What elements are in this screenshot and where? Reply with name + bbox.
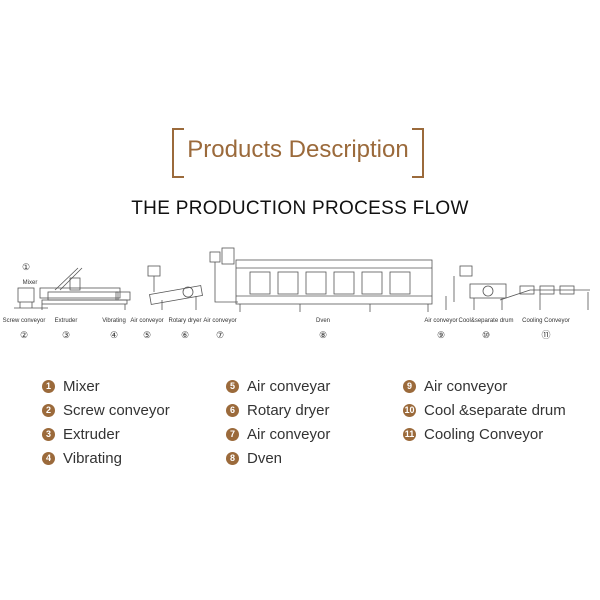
label-mixer: Mixer: [23, 280, 38, 286]
number-badge: 6: [226, 403, 239, 417]
diagram-num-9: ⑨: [437, 330, 445, 340]
diagram-num-10: ⑩: [482, 330, 490, 340]
label-air-conveyor-9: Air conveyor: [424, 318, 457, 324]
section-header: Products Description: [172, 128, 424, 178]
label-oven: Dven: [316, 318, 330, 324]
legend-label: Air conveyor: [424, 377, 508, 395]
number-badge: 10: [403, 403, 416, 417]
diagram-num-6: ⑥: [181, 330, 189, 340]
section-title: Products Description: [187, 136, 409, 163]
legend-label: Screw conveyor: [63, 401, 170, 419]
header-bracket-left: [172, 128, 184, 178]
number-badge: 11: [403, 427, 416, 441]
flow-title: THE PRODUCTION PROCESS FLOW: [131, 198, 469, 219]
legend-label: Extruder: [63, 425, 120, 443]
legend-label: Cooling Conveyor: [424, 425, 544, 443]
diagram-num-8: ⑧: [319, 330, 327, 340]
legend-item: 10 Cool &separate drum: [403, 398, 566, 422]
number-badge: 4: [42, 451, 55, 465]
legend-label: Rotary dryer: [247, 401, 330, 419]
legend-label: Dven: [247, 449, 283, 467]
legend-item: 8 Dven: [226, 446, 330, 470]
legend-item: 1 Mixer: [42, 374, 170, 398]
air-conveyor-7-drawing: [209, 247, 238, 303]
legend-item: 11 Cooling Conveyor: [403, 422, 566, 446]
number-badge: 1: [42, 379, 55, 393]
legend-column-3: 9 Air conveyor 10 Cool &separate drum 11 Co…: [403, 374, 566, 446]
cooling-conveyor-drawing: [499, 285, 590, 310]
number-badge: 5: [226, 379, 239, 393]
legend-column-1: 1 Mixer 2 Screw conveyor 3 Extruder 4 Vibrat…: [42, 374, 170, 470]
diagram-num-2: ②: [20, 330, 28, 340]
number-badge: 3: [42, 427, 55, 441]
label-cooling-conveyor: Cooling Conveyor: [522, 318, 570, 324]
label-rotary-dryer: Rotary dryer: [168, 318, 201, 324]
number-badge: 7: [226, 427, 239, 441]
legend-item: 3 Extruder: [42, 422, 170, 446]
legend-item: 9 Air conveyor: [403, 374, 566, 398]
number-badge: 9: [403, 379, 416, 393]
legend-label: Cool &separate drum: [424, 401, 566, 419]
label-cool-drum: Cool&separate drum: [458, 318, 513, 324]
legend-item: 6 Rotary dryer: [226, 398, 330, 422]
oven-drawing: [235, 259, 433, 312]
legend-label: Air conveyor: [247, 425, 331, 443]
legend-item: 4 Vibrating: [42, 446, 170, 470]
number-badge: 8: [226, 451, 239, 465]
legend-item: 2 Screw conveyor: [42, 398, 170, 422]
rotary-dryer-drawing: [147, 265, 203, 310]
legend-label: Air conveyar: [247, 377, 331, 395]
legend-label: Vibrating: [63, 449, 122, 467]
extruder-drawing: [39, 267, 131, 310]
air-conveyor-9-drawing: [445, 265, 473, 310]
diagram-num-4: ④: [110, 330, 118, 340]
label-air-conveyor-7: Air conveyor: [203, 318, 236, 324]
diagram-num-3: ③: [62, 330, 70, 340]
legend-label: Mixer: [63, 377, 100, 395]
diagram-num-5: ⑤: [143, 330, 151, 340]
label-screw-conveyor: Screw conveyor: [3, 318, 46, 324]
legend-item: 5 Air conveyar: [226, 374, 330, 398]
header-bracket-right: [412, 128, 424, 178]
diagram-num-1: ①: [22, 262, 30, 272]
legend-column-2: 5 Air conveyar 6 Rotary dryer 7 Air conveyo…: [226, 374, 330, 470]
label-air-conveyor-5: Air conveyor: [130, 318, 163, 324]
legend-item: 7 Air conveyor: [226, 422, 330, 446]
diagram-num-11: ⑪: [541, 330, 550, 340]
production-line-diagram: ① Mixer Screw conveyor Extruder Vibratin…: [3, 247, 590, 340]
label-extruder: Extruder: [55, 318, 78, 324]
label-vibrating: Vibrating: [102, 318, 126, 324]
diagram-num-7: ⑦: [216, 330, 224, 340]
cool-drum-drawing: [469, 283, 507, 310]
number-badge: 2: [42, 403, 55, 417]
